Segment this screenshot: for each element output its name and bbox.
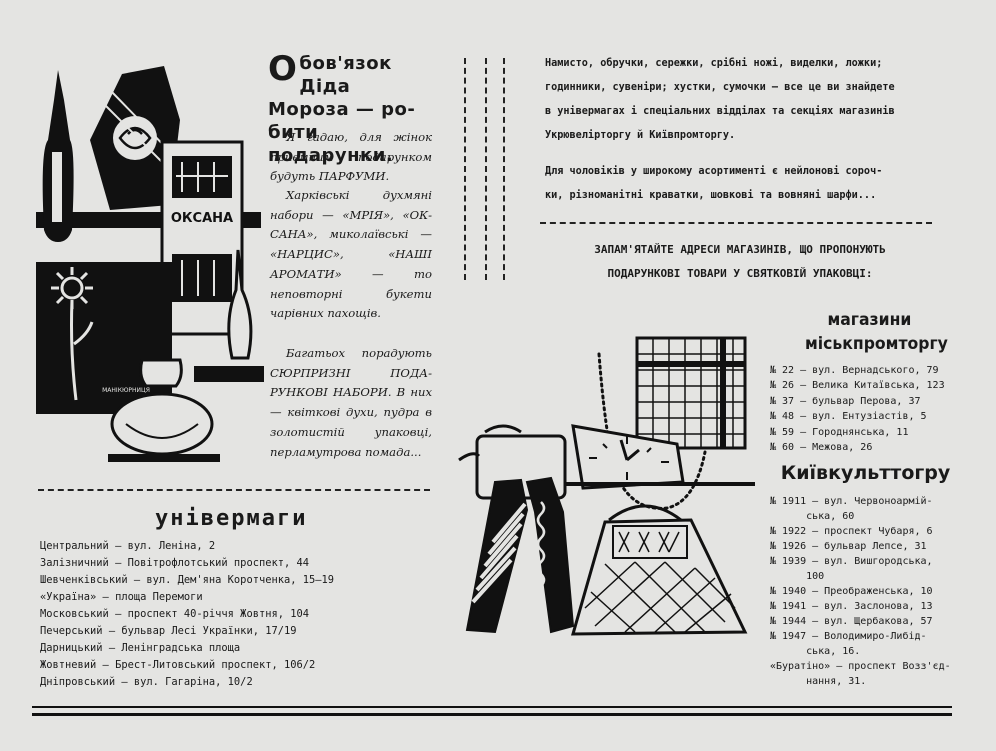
list-item: № 1911 — вул. Червоноармій-	[770, 496, 933, 507]
bottle-label: МАНІКЮРНИЦЯ	[102, 387, 150, 394]
list-item: № 1939 — вул. Вишгородська,	[770, 556, 933, 567]
list-item: Центральний — вул. Леніна, 2	[40, 540, 216, 552]
text-line: Укрювелірторгу й Київпромторгу.	[545, 130, 736, 141]
list-item: Дарницький — Ленінградська площа	[40, 642, 241, 654]
miskpromtorg-title: магазини міськпромторгу	[805, 308, 948, 356]
vertical-divider	[485, 58, 487, 280]
right-divider	[540, 222, 932, 224]
list-item: Шевченківський — вул. Дем'яна Коротченка…	[40, 574, 335, 586]
kyivkulttorg-title: Київкульттогру	[780, 462, 951, 484]
round-bottle	[139, 358, 183, 388]
bottom-rule	[32, 706, 952, 708]
list-item: нання, 31.	[770, 676, 867, 687]
tie-striped	[465, 478, 529, 634]
list-item: «Буратіно» — проспект Возз'єд-	[770, 661, 951, 672]
tie-patterned	[525, 476, 575, 634]
list-item: № 37 — бульвар Перова, 37	[770, 395, 921, 407]
paragraph-jewelry: Намисто, обручки, сережки, срібні ножі, …	[545, 52, 895, 148]
perfume-illustration: ОКСАНА МАНІКЮРНИЦЯ	[36, 66, 264, 462]
headline-line-2: Мороза — ро-	[268, 99, 416, 120]
text-line: ки, різноманітні краватки, шовкові та во…	[545, 190, 877, 201]
bottom-rule	[32, 713, 952, 716]
list-item: ська, 60	[770, 511, 855, 522]
headline-line-1: бов'язок Діда	[299, 53, 392, 97]
handbag	[571, 504, 748, 636]
pointed-bottle	[227, 249, 253, 360]
list-item: ська, 16.	[770, 646, 861, 657]
text-line: ЗАПАМ'ЯТАЙТЕ АДРЕСИ МАГАЗИНІВ, ЩО ПРОПОН…	[594, 243, 886, 256]
vertical-divider	[464, 58, 466, 280]
list-item: № 26 — Велика Китаївська, 123	[770, 380, 945, 392]
list-item: 100	[770, 571, 825, 582]
title-line: магазини	[827, 310, 912, 330]
list-item: № 1926 — бульвар Лепсе, 31	[770, 541, 927, 552]
list-item: Печерський — бульвар Лесі Українки, 17/1…	[40, 625, 297, 637]
scarf	[635, 336, 747, 450]
necklace	[597, 352, 707, 510]
paragraph-perfume: Я гадаю, для жінок приємним подарунком б…	[270, 130, 432, 184]
list-item: № 1944 — вул. Щербакова, 57	[770, 616, 933, 627]
list-item: № 48 — вул. Ентузіастів, 5	[770, 411, 927, 423]
list-item: № 1947 — Володимиро-Либід-	[770, 631, 927, 642]
text-line: Намисто, обручки, сережки, срібні ножі, …	[545, 58, 883, 69]
headline: О бов'язок Діда Мороза — ро- бити подару…	[268, 52, 448, 167]
title-line: міськпромторгу	[805, 334, 948, 354]
gifts-illustration	[458, 336, 755, 636]
headline-initial: О	[268, 49, 298, 89]
text-line: годинники, сувеніри; хустки, сумочки — в…	[545, 82, 895, 93]
text-line: в універмагах і спеціальних відділах та …	[545, 106, 895, 117]
paragraph-surprise-sets: Багатьох порадують СЮРПРИЗНІ ПОДА-РУНКОВ…	[270, 346, 432, 459]
clock-icon	[571, 424, 685, 490]
list-item: № 22 — вул. Вернадського, 79	[770, 365, 939, 376]
list-item: «Україна» — площа Перемоги	[40, 591, 203, 603]
paragraph-men: Для чоловіків у широкому асортименті є н…	[545, 160, 882, 208]
list-item: Жовтневий — Брест-Литовський проспект, 1…	[40, 659, 316, 671]
list-item: № 1922 — проспект Чубаря, 6	[770, 526, 933, 537]
vertical-divider	[503, 58, 505, 280]
address-callout: ЗАПАМ'ЯТАЙТЕ АДРЕСИ МАГАЗИНІВ, ЩО ПРОПОН…	[545, 238, 935, 286]
list-item: № 60 — Межова, 26	[770, 441, 873, 453]
list-item: Московський — проспект 40-річчя Жовтня, …	[40, 608, 309, 620]
univermagy-list: Центральний — вул. Леніна, 2 Залізничний…	[40, 538, 334, 691]
univermagy-title: універмаги	[155, 506, 308, 531]
list-item: № 59 — Городнянська, 11	[770, 426, 909, 438]
list-item: Залізничний — Повітрофлотський проспект,…	[40, 557, 309, 569]
kyivkulttorg-list: № 1911 — вул. Червоноармій- ська, 60 № 1…	[770, 494, 951, 689]
list-item: Дніпровський — вул. Гагаріна, 10/2	[40, 676, 253, 688]
miskpromtorg-list: № 22 — вул. Вернадського, 79 № 26 — Вели…	[770, 363, 945, 455]
text-line: Для чоловіків у широкому асортименті є н…	[545, 166, 883, 177]
left-divider	[38, 489, 430, 491]
list-item: № 1941 — вул. Заслонова, 13	[770, 601, 933, 612]
flower-icon	[51, 267, 94, 401]
headline-line-3: бити подарунки.	[268, 122, 394, 166]
list-item: № 1940 — Преображенська, 10	[770, 586, 933, 597]
text-line: ПОДАРУНКОВІ ТОВАРИ У СВЯТКОВІЙ УПАКОВЦІ:	[607, 267, 873, 280]
paragraph-kharkiv-sets: Харківські духмяні набори — «МРІЯ», «ОК-…	[270, 188, 432, 321]
oksana-label: ОКСАНА	[171, 211, 233, 226]
